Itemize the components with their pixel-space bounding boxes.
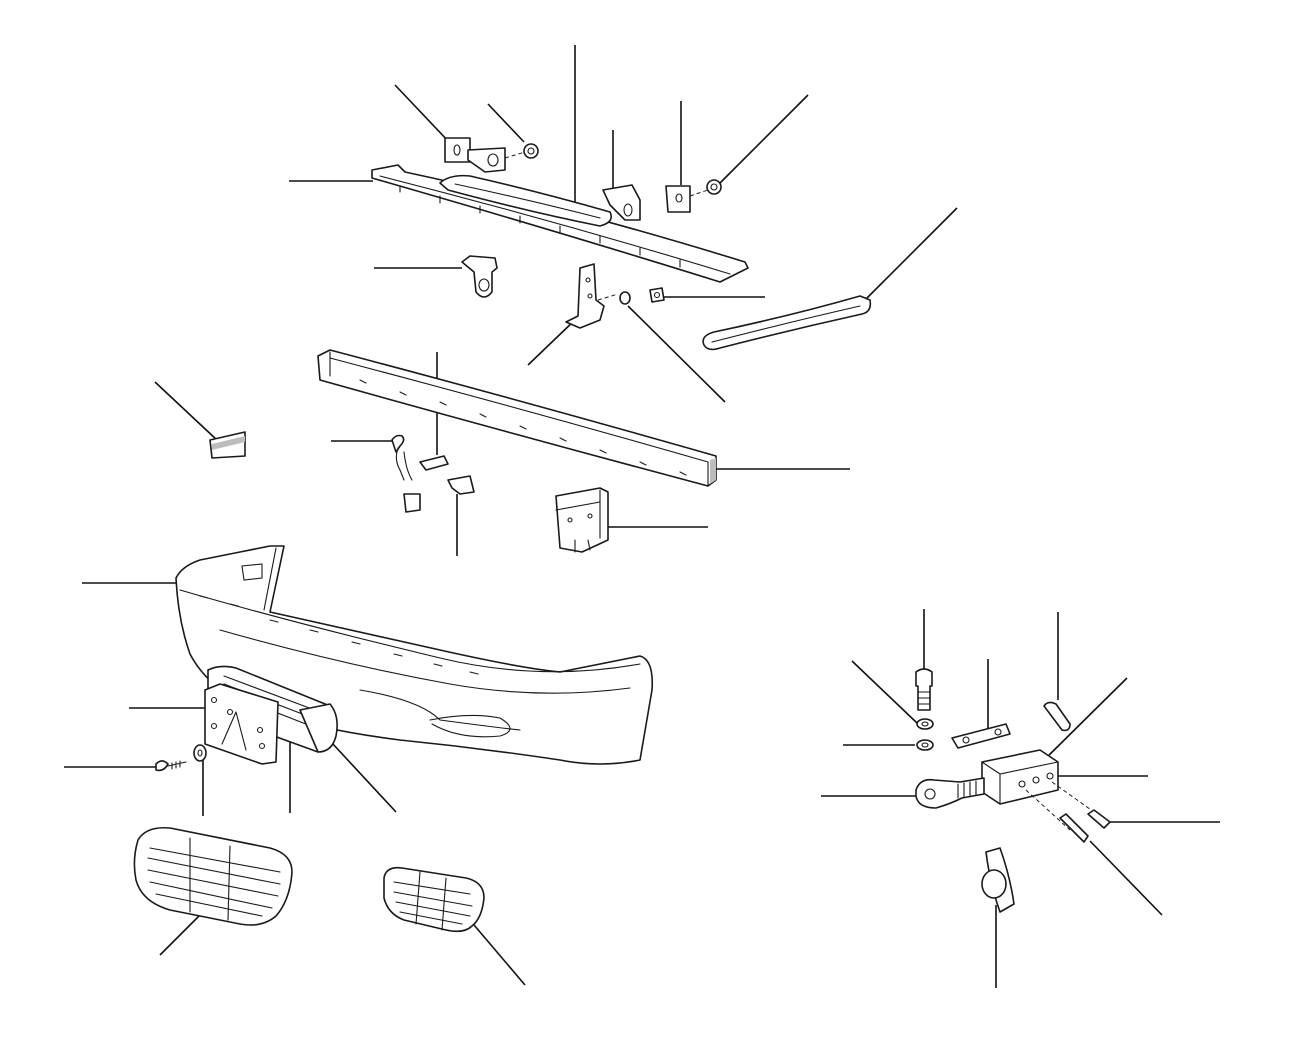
- left-grille: [133, 826, 293, 926]
- callout-line: [154, 381, 219, 442]
- beam-fixing-stud: [391, 434, 421, 513]
- callout-line: [851, 660, 918, 724]
- callout-line: [527, 317, 578, 366]
- number-plate-bracket: [204, 683, 279, 765]
- callout-line: [331, 742, 397, 813]
- number-plate-screw: [155, 760, 187, 772]
- side-mounting-bracket: [565, 263, 619, 329]
- callout-line: [487, 103, 525, 143]
- bumper-mounting-bracket: [555, 487, 609, 553]
- towing-eye-bolt: [915, 668, 933, 711]
- housing-bolts: [1025, 781, 1111, 843]
- beam-spring-clip: [447, 475, 475, 495]
- rubber-buffer: [981, 847, 1015, 913]
- callout-line: [864, 207, 958, 301]
- towing-eye-bracket: [461, 255, 498, 298]
- upper-reinforcement-strip: [371, 164, 749, 283]
- callout-line: [1089, 840, 1163, 916]
- callout-line: [627, 305, 726, 403]
- left-upper-nut: [523, 143, 539, 159]
- side-bracket-washer-and-nut: [619, 287, 665, 305]
- callout-line: [718, 94, 809, 185]
- number-plate-washer: [193, 744, 207, 762]
- side-trim-moulding: [702, 295, 872, 351]
- callout-line: [473, 924, 526, 986]
- callout-line: [1041, 677, 1128, 763]
- upper-trim-strip: [439, 174, 613, 227]
- retaining-pin: [1043, 701, 1071, 732]
- beam-clip-left: [209, 431, 246, 459]
- left-upper-bracket: [444, 137, 526, 173]
- spring-washer: [916, 718, 934, 730]
- right-grille: [383, 866, 485, 933]
- towing-eye-housing: [981, 749, 1059, 805]
- callout-line: [394, 84, 451, 144]
- towing-eye: [915, 777, 985, 809]
- right-upper-nut: [706, 179, 722, 195]
- bumper-beam: [317, 349, 717, 487]
- locking-plate: [951, 723, 1011, 749]
- plain-washer: [916, 739, 934, 751]
- right-upper-bracket: [602, 184, 709, 221]
- beam-retainer-clip: [419, 455, 449, 471]
